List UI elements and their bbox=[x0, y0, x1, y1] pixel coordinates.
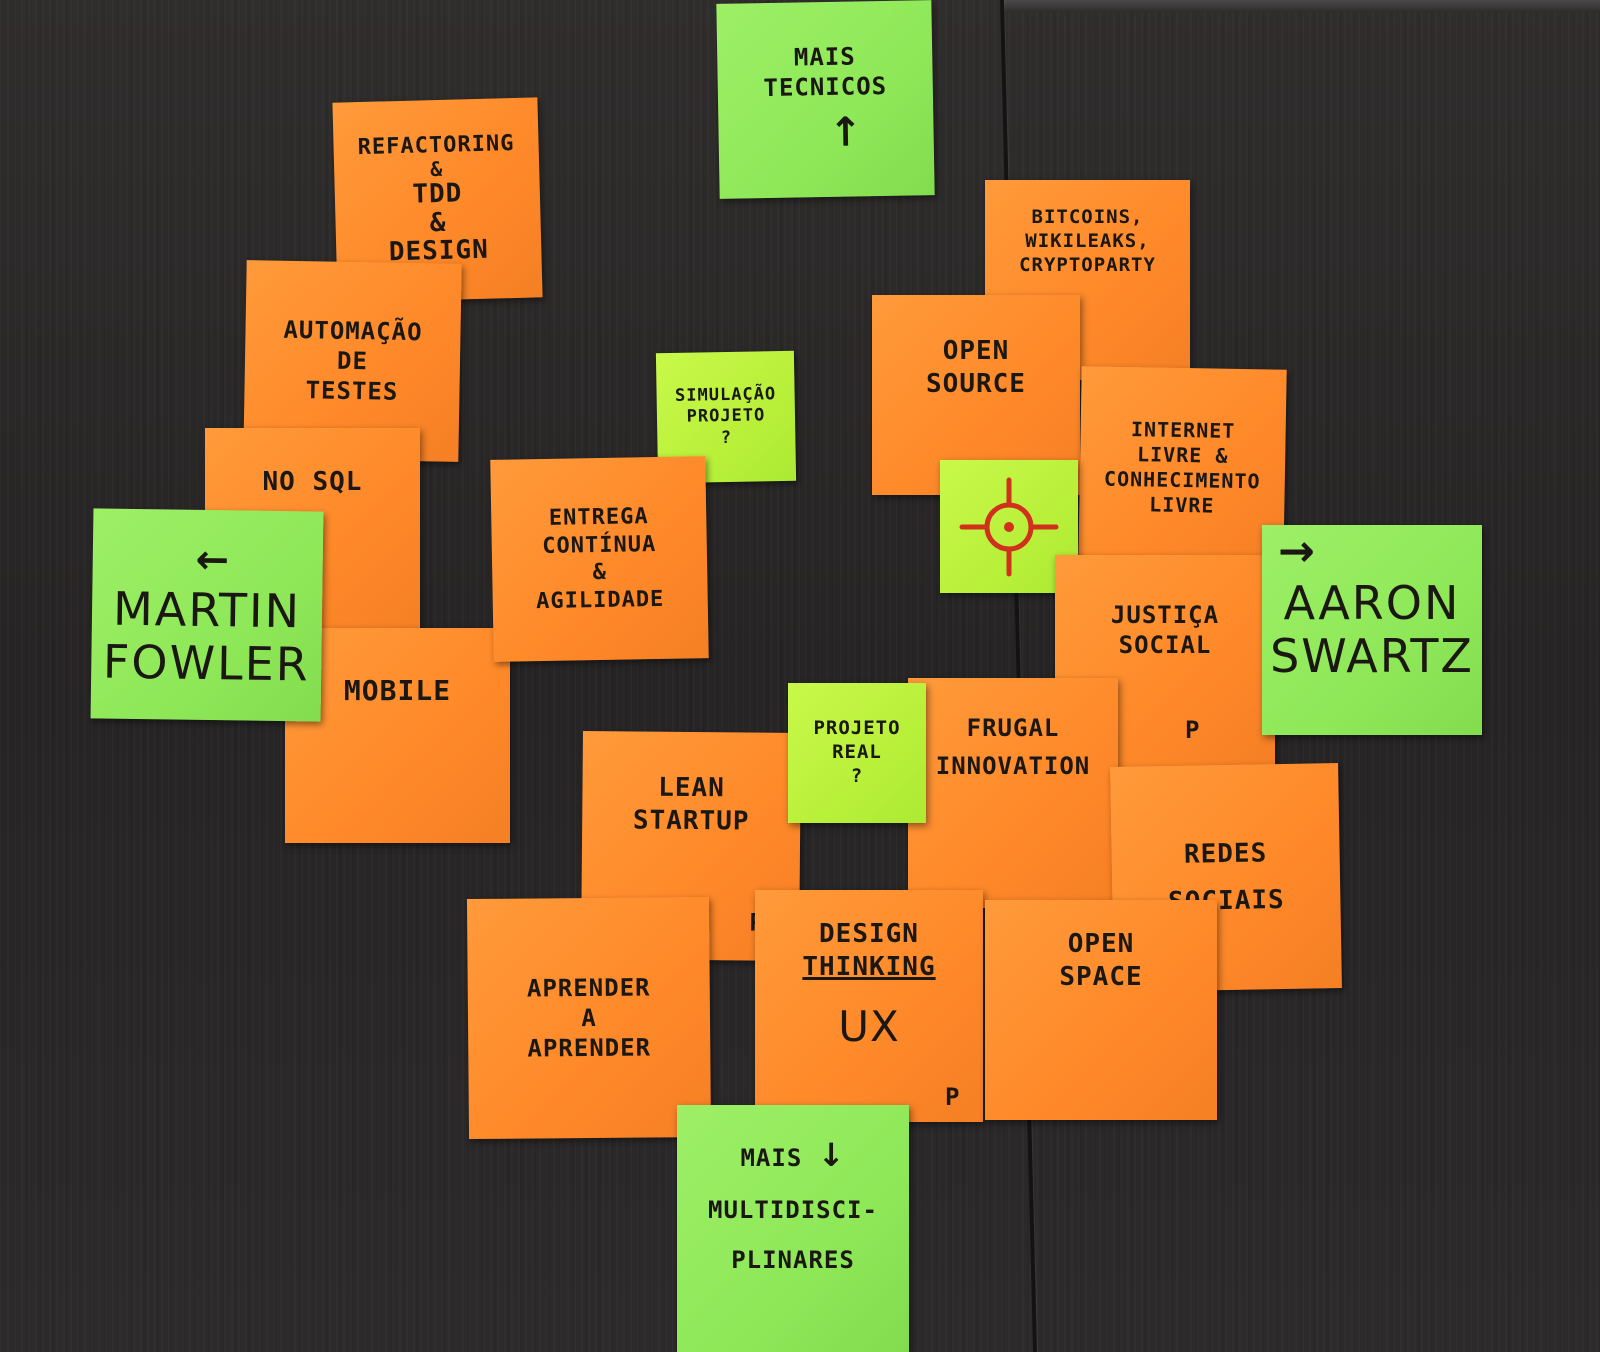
note-mais-multidisciplinares: Mais ↓ Multidisci- plinares bbox=[677, 1105, 909, 1352]
note-line: No SQL bbox=[262, 467, 363, 497]
note-design-thinking: Design Thinking UX P bbox=[755, 890, 983, 1122]
crosshair-target-icon bbox=[959, 477, 1059, 576]
note-line: Redes bbox=[1183, 838, 1268, 870]
note-mais-tecnicos: Mais Tecnicos ↑ bbox=[716, 0, 935, 199]
note-entrega-continua: Entrega Contínua & Agilidade bbox=[490, 456, 709, 662]
note-line: ? bbox=[720, 427, 733, 448]
arrow-down-icon: ↓ bbox=[817, 1136, 846, 1174]
note-line: Tecnicos bbox=[763, 71, 888, 102]
note-line: Martin bbox=[112, 581, 302, 639]
note-line: Internet bbox=[1130, 417, 1236, 443]
note-line: Frugal bbox=[966, 714, 1060, 742]
note-line: CryptoParty bbox=[1019, 253, 1156, 276]
note-line: & bbox=[429, 157, 444, 182]
note-line: Social bbox=[1118, 631, 1212, 659]
note-line: Thinking bbox=[802, 951, 936, 982]
note-line: a bbox=[581, 1003, 597, 1033]
note-line: de bbox=[336, 346, 369, 376]
note-line: Space bbox=[1059, 961, 1143, 992]
note-line: Open bbox=[1067, 929, 1135, 959]
note-projeto-real: Projeto Real ? bbox=[788, 683, 926, 823]
note-line: Simulação bbox=[674, 384, 777, 407]
note-line: Fowler bbox=[102, 634, 311, 692]
note-line: Startup bbox=[632, 804, 750, 837]
note-line: Testes bbox=[305, 376, 399, 406]
note-line: TDD bbox=[411, 178, 463, 210]
note-line: Contínua bbox=[542, 531, 657, 559]
note-martin-fowler: ← Martin Fowler bbox=[90, 508, 324, 722]
note-line: Refactoring bbox=[357, 130, 515, 161]
note-frugal-innovation: Frugal Innovation bbox=[908, 678, 1118, 908]
note-line: plinares bbox=[731, 1246, 855, 1274]
note-mobile: Mobile bbox=[285, 628, 510, 843]
note-line: Innovation bbox=[935, 752, 1091, 780]
note-aaron-swartz: Aaron Swartz bbox=[1262, 525, 1482, 735]
priority-mark: P bbox=[1185, 716, 1201, 744]
note-internet-livre: Internet Livre & Conhecimento Livre bbox=[1078, 366, 1287, 570]
note-line: Aprender bbox=[527, 1033, 652, 1063]
note-line: Conhecimento bbox=[1103, 466, 1261, 494]
note-line: Projeto bbox=[813, 717, 901, 740]
note-aprender-a-aprender: Aprender a Aprender bbox=[466, 896, 712, 1140]
note-line: Bitcoins, bbox=[1031, 206, 1144, 228]
note-line: Agilidade bbox=[535, 586, 665, 614]
priority-mark: P bbox=[945, 1083, 961, 1111]
note-line: Open bbox=[942, 336, 1010, 366]
note-line: Mais ↓ bbox=[740, 1135, 845, 1175]
note-open-space: Open Space bbox=[985, 900, 1217, 1120]
note-line: Swartz bbox=[1270, 629, 1474, 683]
note-line: Aprender bbox=[526, 973, 651, 1003]
note-line: Mais bbox=[793, 41, 856, 72]
note-line: Wikileaks, bbox=[1025, 229, 1150, 252]
note-line: & bbox=[592, 559, 608, 586]
note-line: Lean bbox=[658, 772, 725, 804]
note-line: Mais bbox=[740, 1144, 803, 1172]
note-line: Real bbox=[832, 741, 882, 764]
note-line: Multidisci- bbox=[708, 1196, 878, 1224]
note-line: ? bbox=[850, 764, 864, 787]
arrow-up-icon: ↑ bbox=[828, 108, 864, 156]
note-line: Livre bbox=[1149, 492, 1215, 518]
note-line: Justiça bbox=[1110, 601, 1220, 629]
note-line: Design bbox=[819, 919, 919, 949]
note-line: Entrega bbox=[548, 504, 649, 531]
note-line: Mobile bbox=[343, 674, 452, 707]
note-line: Livre & bbox=[1136, 442, 1229, 468]
note-line: & bbox=[429, 207, 447, 239]
arrow-left-icon: ← bbox=[195, 536, 231, 584]
note-line: Projeto bbox=[686, 405, 766, 428]
note-target bbox=[940, 460, 1078, 593]
note-line: Source bbox=[926, 368, 1026, 399]
arrow-right-icon: → bbox=[1278, 526, 1315, 577]
note-line: Aaron bbox=[1283, 576, 1461, 631]
note-line: UX bbox=[838, 1002, 900, 1051]
note-line: Automação bbox=[283, 315, 423, 347]
table-edge bbox=[1000, 0, 1600, 12]
